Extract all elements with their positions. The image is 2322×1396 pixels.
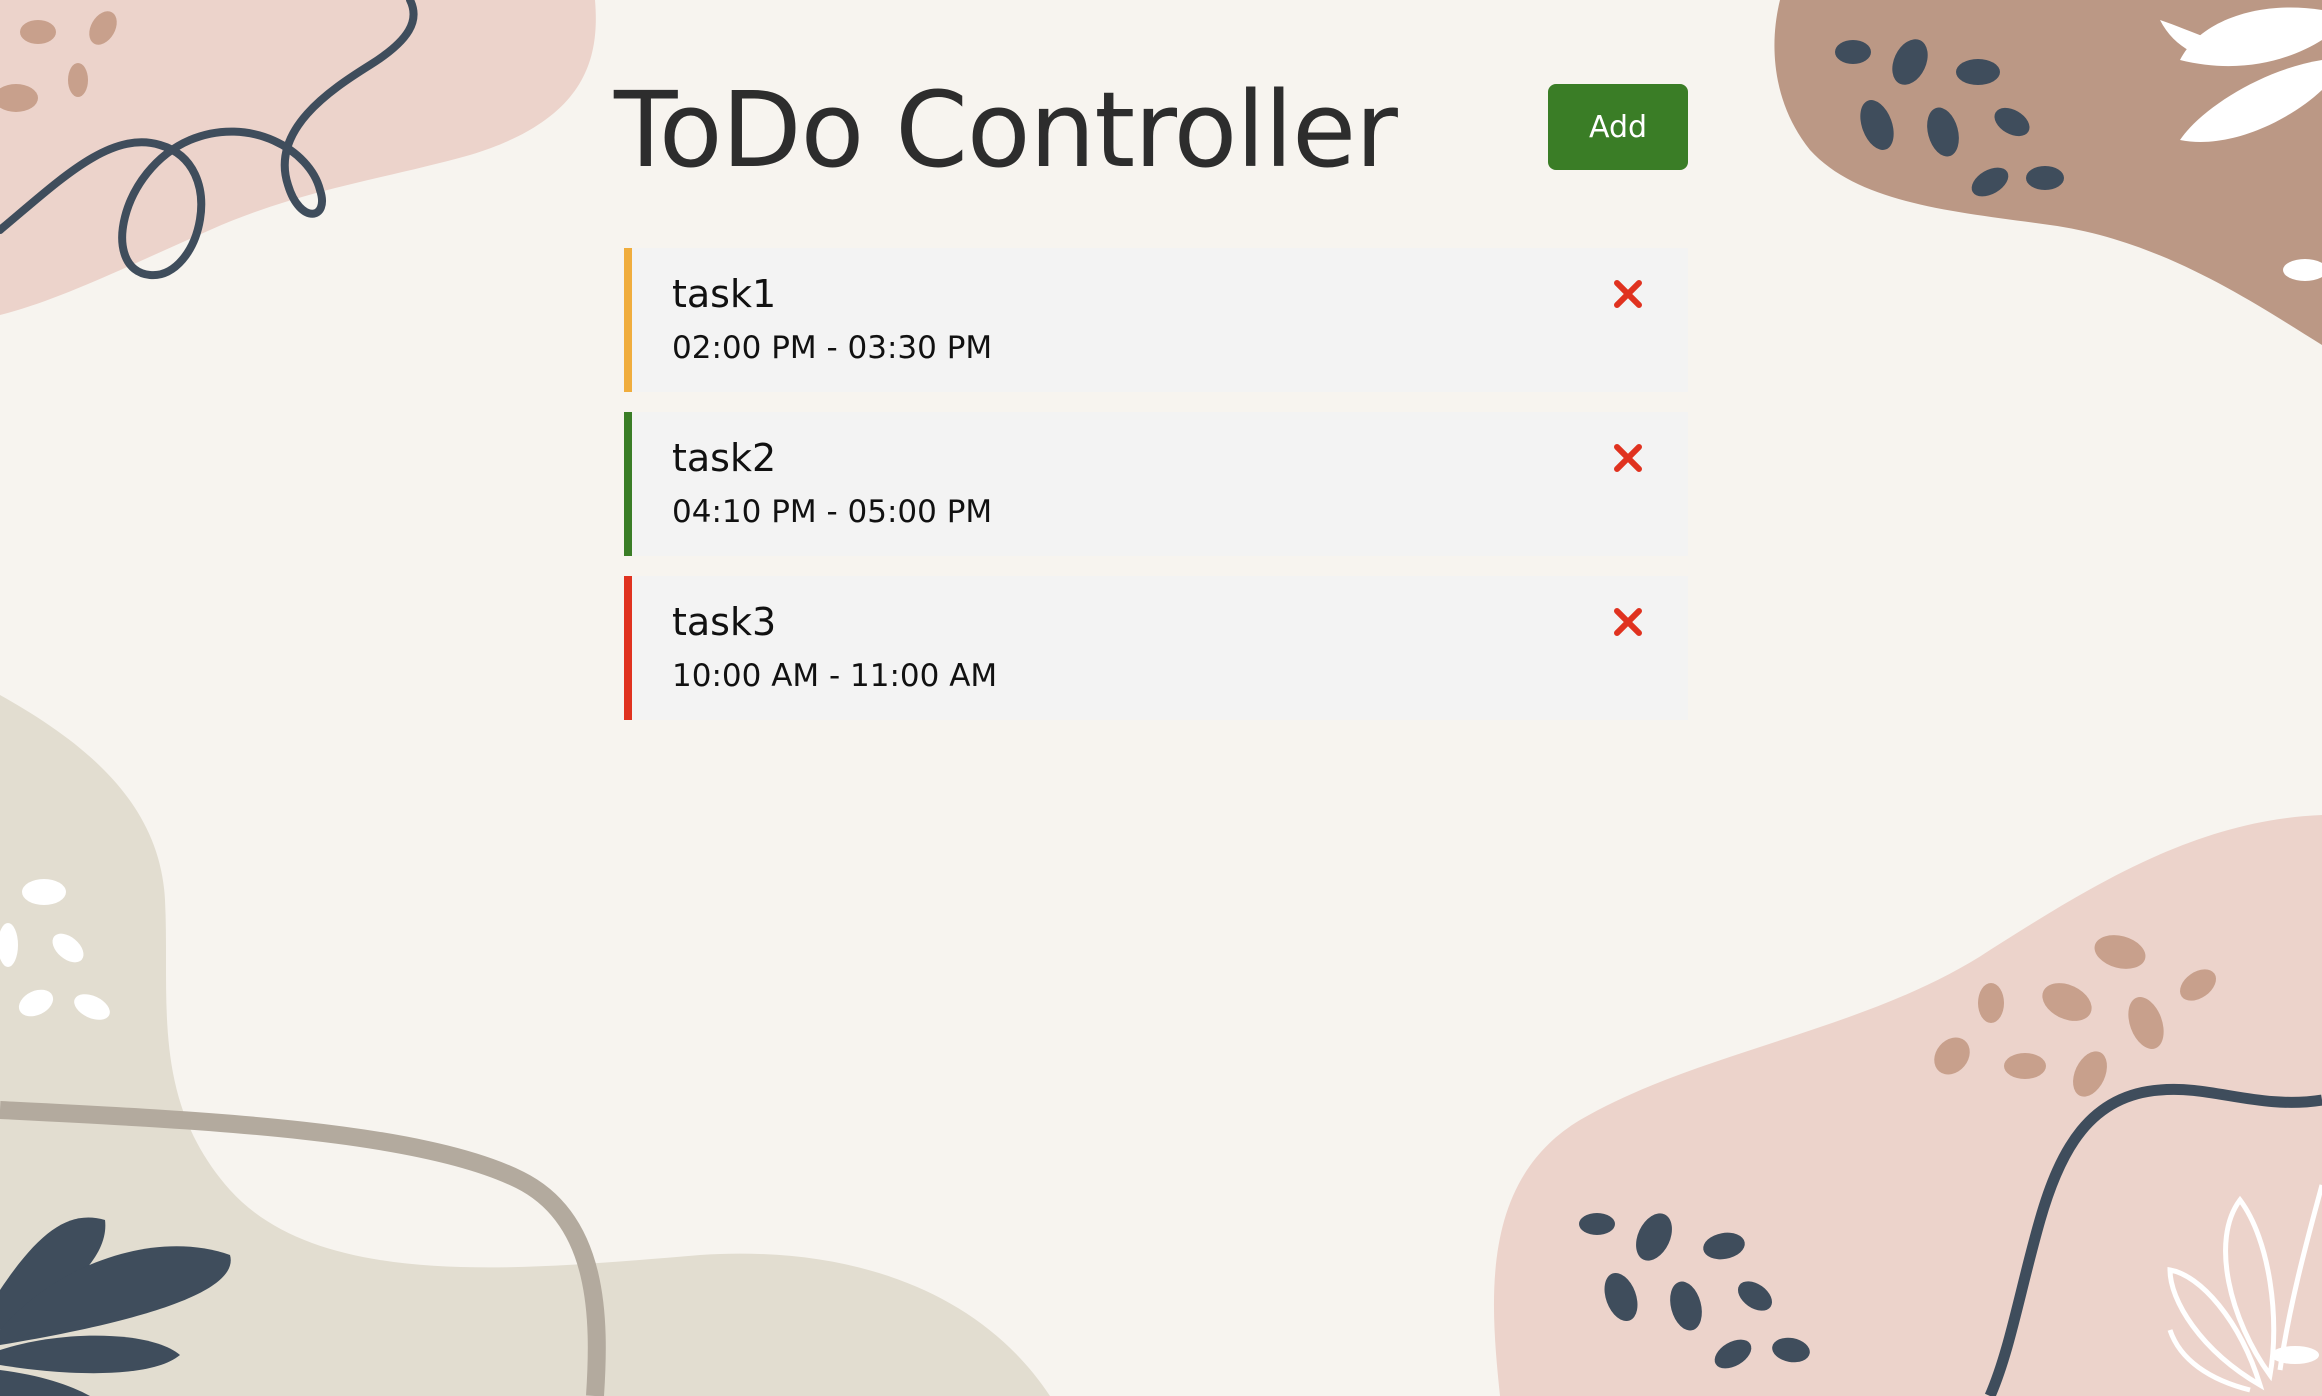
task-time: 04:10 PM - 05:00 PM [672,494,993,530]
task-item[interactable]: task1 02:00 PM - 03:30 PM [624,248,1688,392]
close-icon [1614,608,1642,636]
delete-task-button[interactable] [1608,602,1648,642]
task-item[interactable]: task3 10:00 AM - 11:00 AM [624,576,1688,720]
task-name: task3 [672,600,777,644]
task-name: task1 [672,272,777,316]
task-name: task2 [672,436,777,480]
close-icon [1614,444,1642,472]
task-time: 02:00 PM - 03:30 PM [672,330,993,366]
close-icon [1614,280,1642,308]
task-time: 10:00 AM - 11:00 AM [672,658,998,694]
delete-task-button[interactable] [1608,274,1648,314]
header: ToDo Controller Add [614,60,1688,200]
delete-task-button[interactable] [1608,438,1648,478]
task-item[interactable]: task2 04:10 PM - 05:00 PM [624,412,1688,556]
todo-app: ToDo Controller Add task1 02:00 PM - 03:… [614,60,1688,720]
page-title: ToDo Controller [614,69,1398,191]
add-button[interactable]: Add [1548,84,1688,170]
task-list: task1 02:00 PM - 03:30 PM task2 04:10 PM… [624,248,1688,740]
